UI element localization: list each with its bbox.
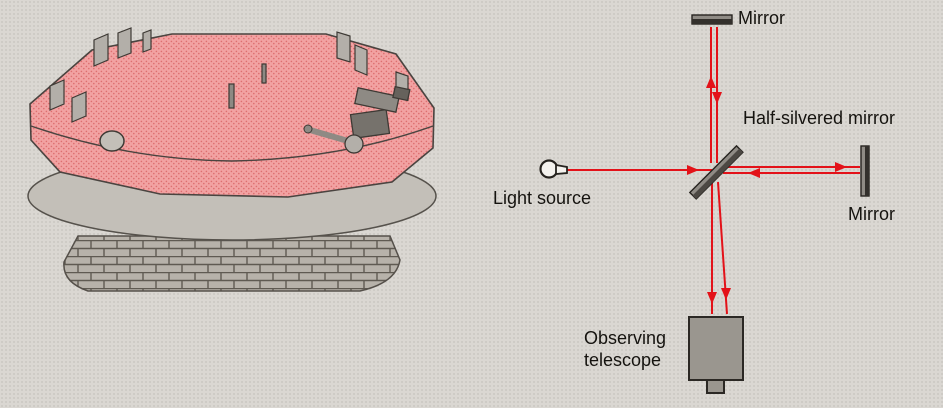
light-bulb-icon: [539, 159, 568, 179]
brick-base: [63, 235, 401, 292]
arrow-up-icon: [706, 76, 716, 88]
mirror-plate: [71, 91, 87, 123]
arrow-down-icon: [721, 288, 731, 300]
mirror-plate: [354, 44, 368, 76]
label-right-mirror: Mirror: [848, 204, 895, 224]
beam-arrowheads: [687, 76, 847, 304]
slab-telescope-device: [349, 85, 411, 140]
small-mirrors: [49, 27, 409, 123]
apparatus-illustration: [27, 27, 437, 292]
observing-telescope: [688, 316, 744, 394]
mirror-plate: [93, 33, 109, 67]
beam-schematic: [539, 14, 870, 394]
adjustment-rod: [303, 124, 364, 154]
label-half-silvered-mirror: Half-silvered mirror: [743, 108, 896, 128]
mirror-plate: [336, 31, 351, 63]
slab-front-edge: [30, 125, 434, 162]
label-observing-telescope-line1: Observing: [584, 328, 667, 348]
mirror-slit: [228, 83, 235, 109]
mirror-slit: [261, 63, 267, 84]
label-observing-telescope: Observing telescope: [584, 327, 666, 371]
slab-body: [29, 33, 435, 198]
arrow-down-icon: [712, 92, 722, 104]
mirror-plate: [142, 29, 152, 53]
arrow-right-icon: [687, 165, 699, 175]
arrow-right-icon: [835, 162, 847, 172]
right-mirror: [860, 145, 870, 197]
lens: [99, 130, 125, 152]
top-mirror: [691, 14, 733, 25]
half-silvered-mirror: [688, 144, 744, 200]
mirror-plate: [117, 27, 132, 59]
arrow-down-icon: [707, 292, 717, 304]
label-observing-telescope-line2: telescope: [584, 350, 662, 370]
label-light-source: Light source: [493, 188, 592, 208]
label-top-mirror: Mirror: [738, 8, 785, 28]
arrow-left-icon: [748, 168, 760, 178]
mirror-plate: [49, 79, 65, 111]
